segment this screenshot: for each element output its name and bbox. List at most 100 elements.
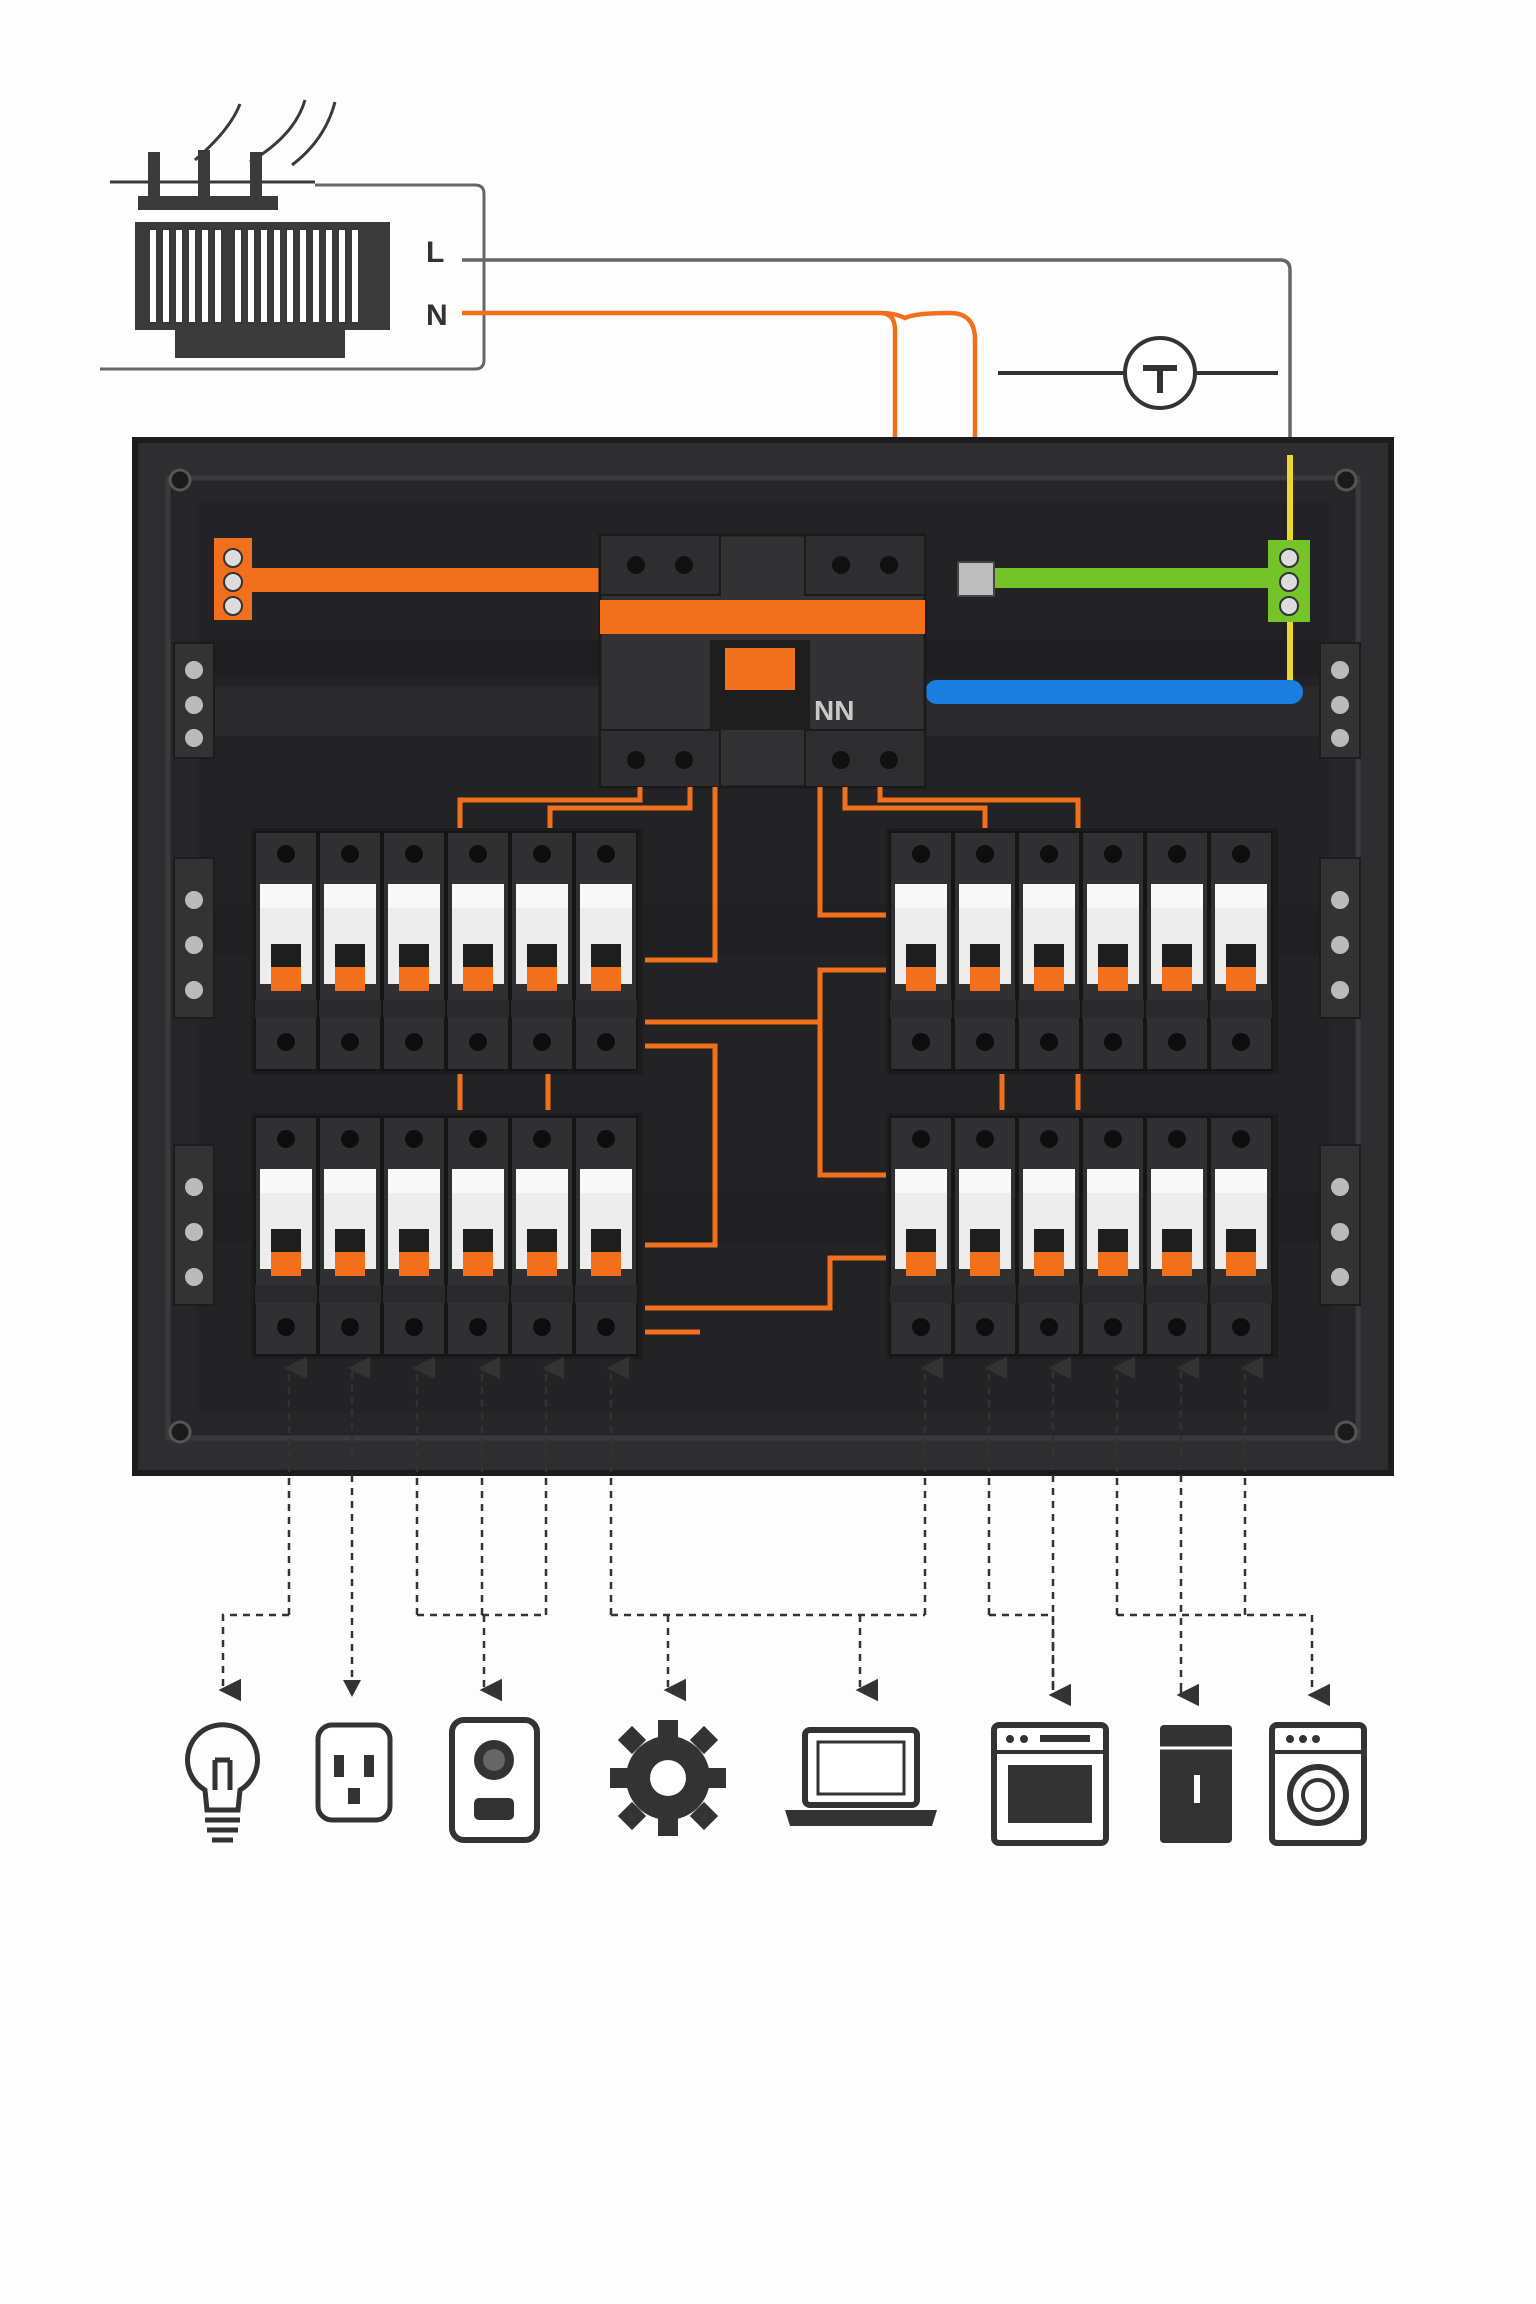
breaker-top-terminal bbox=[1104, 845, 1122, 863]
breaker-face-top bbox=[895, 884, 947, 908]
gear-icon bbox=[610, 1720, 726, 1836]
circuit-breaker[interactable] bbox=[574, 1116, 638, 1356]
breaker-top-terminal bbox=[1040, 1130, 1058, 1148]
circuit-breaker[interactable] bbox=[510, 1116, 574, 1356]
breaker-bottom-terminal bbox=[597, 1318, 615, 1336]
breaker-bank bbox=[251, 1113, 643, 1359]
circuit-breaker[interactable] bbox=[574, 831, 638, 1071]
breaker-toggle bbox=[970, 1252, 1000, 1276]
breaker-bottom-terminal bbox=[976, 1318, 994, 1336]
breaker-face-top bbox=[324, 1169, 376, 1193]
circuit-breaker[interactable] bbox=[1017, 1116, 1081, 1356]
rcd-label: NN bbox=[814, 695, 854, 726]
breaker-bottom-terminal bbox=[533, 1318, 551, 1336]
breaker-face-top bbox=[388, 1169, 440, 1193]
circuit-breaker[interactable] bbox=[889, 1116, 953, 1356]
intercom-icon bbox=[449, 1717, 540, 1843]
breaker-top-terminal bbox=[1168, 845, 1186, 863]
breaker-band bbox=[1146, 1285, 1208, 1303]
washing-machine-icon bbox=[1269, 1722, 1367, 1846]
circuit-breaker[interactable] bbox=[1017, 831, 1081, 1071]
breaker-top-terminal bbox=[469, 845, 487, 863]
breaker-toggle bbox=[970, 967, 1000, 991]
breaker-bottom-terminal bbox=[1232, 1318, 1250, 1336]
circuit-breaker[interactable] bbox=[446, 831, 510, 1071]
distribution-wiring bbox=[457, 787, 1081, 1335]
breaker-toggle bbox=[1098, 967, 1128, 991]
circuit-breaker[interactable] bbox=[1081, 1116, 1145, 1356]
breaker-top-terminal bbox=[912, 1130, 930, 1148]
main-rcd-switch[interactable] bbox=[598, 533, 927, 789]
breaker-bottom-terminal bbox=[597, 1033, 615, 1051]
circuit-breaker[interactable] bbox=[446, 1116, 510, 1356]
breaker-toggle bbox=[335, 967, 365, 991]
breaker-face-top bbox=[516, 884, 568, 908]
breaker-face-top bbox=[1087, 1169, 1139, 1193]
earth-wire bbox=[990, 568, 1268, 588]
circuit-breaker[interactable] bbox=[318, 831, 382, 1071]
breaker-band bbox=[1018, 1285, 1080, 1303]
breaker-bottom-terminal bbox=[341, 1033, 359, 1051]
circuit-breaker[interactable] bbox=[953, 831, 1017, 1071]
circuit-breaker[interactable] bbox=[1081, 831, 1145, 1071]
breaker-bottom-terminal bbox=[912, 1033, 930, 1051]
breaker-bank bbox=[886, 828, 1278, 1074]
breaker-top-terminal bbox=[1232, 845, 1250, 863]
circuit-breaker[interactable] bbox=[1209, 1116, 1273, 1356]
breaker-band bbox=[319, 1285, 381, 1303]
breaker-top-terminal bbox=[341, 1130, 359, 1148]
circuit-breaker[interactable] bbox=[382, 831, 446, 1071]
transformer-fins bbox=[150, 230, 358, 322]
breaker-top-terminal bbox=[277, 1130, 295, 1148]
breaker-bottom-terminal bbox=[533, 1033, 551, 1051]
circuit-breaker[interactable] bbox=[889, 831, 953, 1071]
circuit-breaker[interactable] bbox=[510, 831, 574, 1071]
earth-symbol-icon bbox=[998, 336, 1278, 410]
breaker-band bbox=[447, 1285, 509, 1303]
breaker-band bbox=[575, 1285, 637, 1303]
circuit-feed-lines bbox=[218, 1356, 1330, 1707]
breaker-toggle bbox=[906, 967, 936, 991]
breaker-bottom-terminal bbox=[1232, 1033, 1250, 1051]
breaker-bottom-terminal bbox=[976, 1033, 994, 1051]
breaker-band bbox=[575, 1000, 637, 1018]
neutral-busbar bbox=[925, 680, 1303, 704]
breaker-band bbox=[511, 1285, 573, 1303]
breaker-toggle bbox=[527, 1252, 557, 1276]
side-terminal-blocks bbox=[173, 642, 1361, 1306]
breaker-face-top bbox=[1215, 884, 1267, 908]
breaker-face-top bbox=[388, 884, 440, 908]
circuit-breaker[interactable] bbox=[254, 1116, 318, 1356]
circuit-breaker[interactable] bbox=[1145, 831, 1209, 1071]
breaker-top-terminal bbox=[597, 1130, 615, 1148]
breaker-band bbox=[890, 1285, 952, 1303]
supply-frame-line bbox=[100, 183, 486, 371]
breaker-top-terminal bbox=[1232, 1130, 1250, 1148]
breaker-face-top bbox=[1215, 1169, 1267, 1193]
circuit-breaker[interactable] bbox=[318, 1116, 382, 1356]
breaker-toggle bbox=[1226, 967, 1256, 991]
circuit-breaker[interactable] bbox=[1209, 831, 1273, 1071]
breaker-toggle bbox=[1098, 1252, 1128, 1276]
breaker-top-terminal bbox=[533, 1130, 551, 1148]
circuit-breaker[interactable] bbox=[1145, 1116, 1209, 1356]
breaker-band bbox=[255, 1000, 317, 1018]
breaker-toggle bbox=[271, 1252, 301, 1276]
breaker-bottom-terminal bbox=[1104, 1318, 1122, 1336]
breaker-top-terminal bbox=[597, 845, 615, 863]
breaker-banks bbox=[251, 828, 1278, 1359]
breaker-toggle bbox=[1162, 967, 1192, 991]
breaker-face-top bbox=[580, 1169, 632, 1193]
lightbulb-icon bbox=[185, 1722, 260, 1843]
circuit-breaker[interactable] bbox=[254, 831, 318, 1071]
breaker-bottom-terminal bbox=[1040, 1318, 1058, 1336]
circuit-breaker[interactable] bbox=[953, 1116, 1017, 1356]
terminal-screws bbox=[183, 659, 1351, 1288]
breaker-toggle bbox=[1226, 1252, 1256, 1276]
breaker-top-terminal bbox=[533, 845, 551, 863]
circuit-breaker[interactable] bbox=[382, 1116, 446, 1356]
laptop-icon bbox=[785, 1727, 937, 1826]
breaker-band bbox=[1210, 1285, 1272, 1303]
breaker-face-top bbox=[959, 1169, 1011, 1193]
